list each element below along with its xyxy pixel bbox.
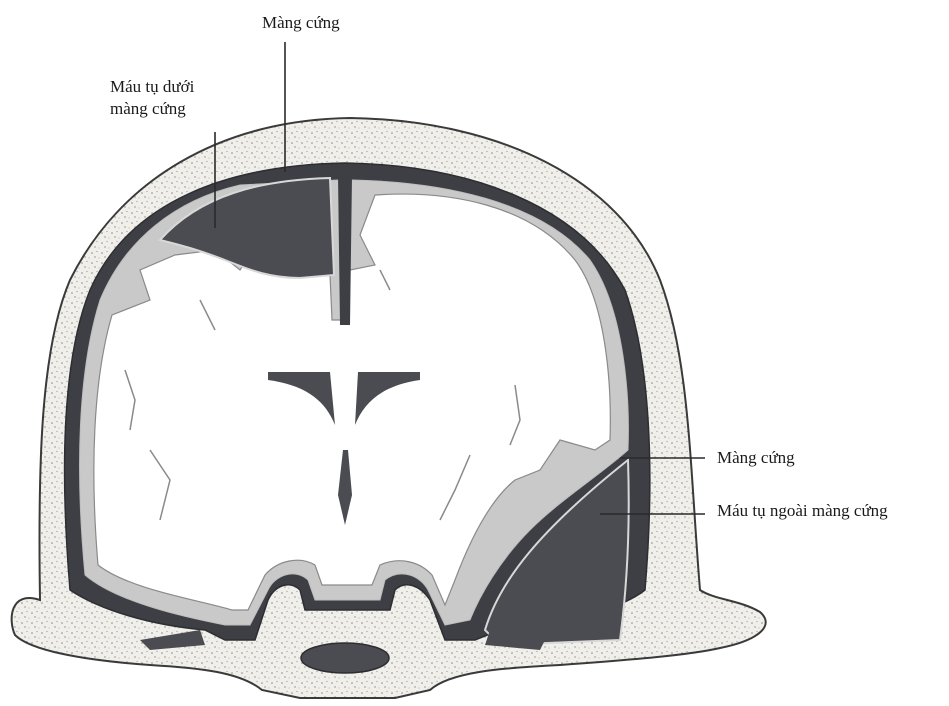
foramen-magnum [301, 643, 389, 673]
label-dura-top: Màng cứng [262, 12, 340, 34]
label-subdural-line2: màng cứng [110, 98, 194, 120]
label-subdural-hematoma: Máu tụ dưới màng cứng [110, 76, 194, 120]
falx-cerebri [338, 175, 352, 325]
label-epidural-hematoma: Máu tụ ngoài màng cứng [717, 500, 888, 522]
label-subdural-line1: Máu tụ dưới [110, 76, 194, 98]
label-dura-right: Màng cứng [717, 447, 795, 469]
